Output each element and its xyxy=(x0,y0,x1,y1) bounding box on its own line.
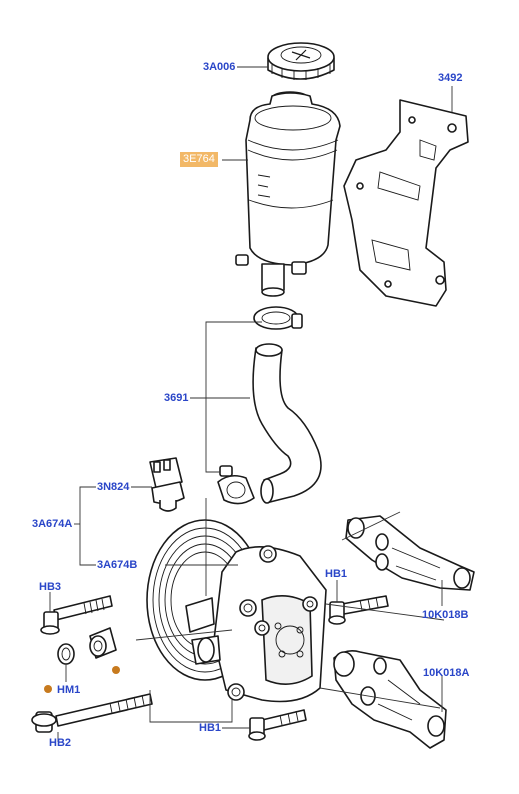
reservoir-bracket[interactable] xyxy=(343,99,469,307)
callout-3e764[interactable]: 3E764 xyxy=(180,152,218,167)
hose[interactable] xyxy=(252,343,322,504)
sealing-washer xyxy=(57,643,75,665)
callout-3691[interactable]: 3691 xyxy=(164,392,189,404)
callout-hb1-upper[interactable]: HB1 xyxy=(325,568,348,580)
callout-3492[interactable]: 3492 xyxy=(438,72,463,84)
bolt-hb2[interactable] xyxy=(31,693,153,733)
marker-dot-lower xyxy=(44,685,52,693)
reservoir[interactable] xyxy=(235,92,341,297)
union-fitting xyxy=(89,627,117,659)
callout-3a674b[interactable]: 3A674B xyxy=(97,559,138,571)
pump-bracket-b[interactable] xyxy=(345,515,475,591)
pressure-switch[interactable] xyxy=(149,457,185,512)
callout-hb3[interactable]: HB3 xyxy=(39,581,62,593)
callout-10k018a[interactable]: 10K018A xyxy=(423,667,470,679)
callout-3a674a[interactable]: 3A674A xyxy=(32,518,73,530)
reservoir-cap[interactable] xyxy=(267,42,335,80)
callout-hb2[interactable]: HB2 xyxy=(49,737,72,749)
leader-lines xyxy=(49,66,453,742)
callout-3a006[interactable]: 3A006 xyxy=(203,61,236,73)
bolt-hb1-lower[interactable] xyxy=(248,709,307,741)
bolt-hb1-upper[interactable] xyxy=(328,595,389,625)
callout-hb1-lower[interactable]: HB1 xyxy=(199,722,222,734)
hose-clamp-lower xyxy=(217,465,255,505)
hose-clamp-upper xyxy=(253,306,303,330)
callout-10k018b[interactable]: 10K018B xyxy=(422,609,469,621)
bolt-hb3[interactable] xyxy=(40,595,113,635)
marker-dot-upper xyxy=(112,666,120,674)
callout-3n824[interactable]: 3N824 xyxy=(97,481,130,493)
callout-hm1[interactable]: HM1 xyxy=(57,684,81,696)
power-steering-pump[interactable] xyxy=(185,545,327,703)
